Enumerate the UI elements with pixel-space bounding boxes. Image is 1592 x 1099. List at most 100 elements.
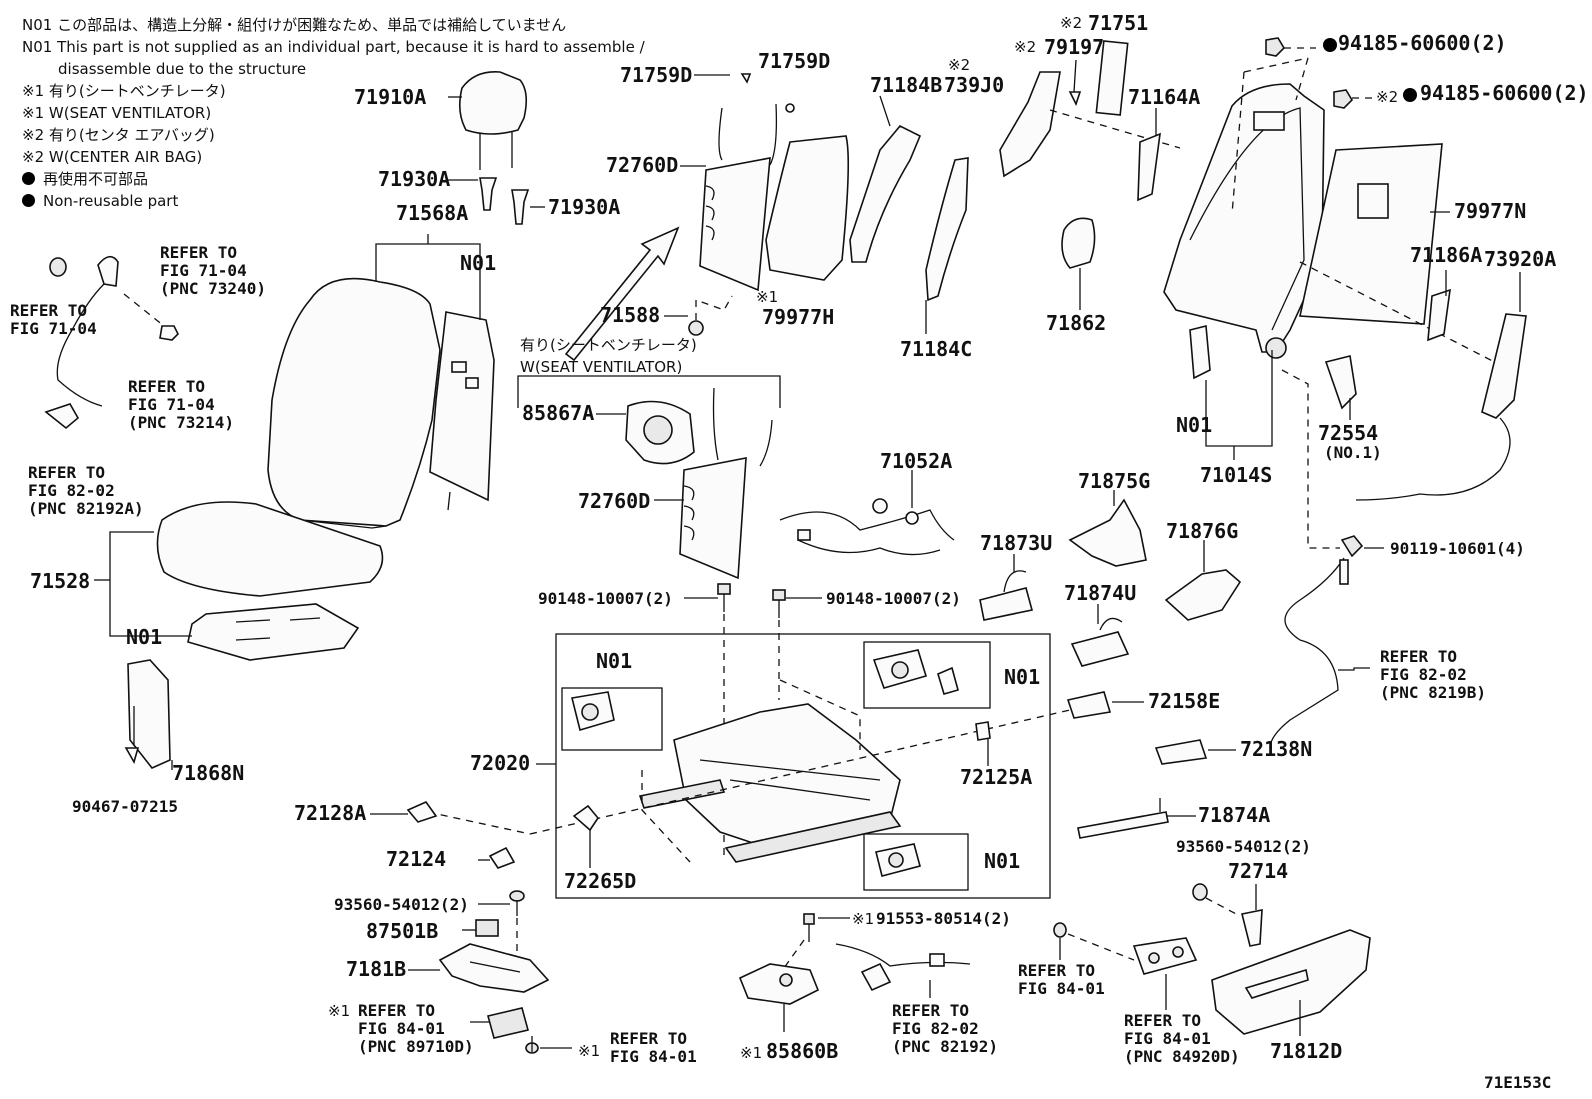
label-72128A: 72128A (294, 801, 366, 825)
refer-fig-84-01-b-line-2[interactable]: FIG 84-01 (610, 1047, 697, 1066)
recliner-cover-drawing (1324, 355, 1357, 410)
cushion-frame-7181B-drawing (438, 943, 550, 993)
refer-fig-82-02-a-line-2[interactable]: FIG 82-02 (28, 481, 115, 500)
label-90119: 90119-10601(4) (1390, 539, 1525, 558)
cover-72158E-drawing (1066, 691, 1112, 719)
refer-fig-82-02-a-line-1[interactable]: REFER TO (28, 463, 105, 482)
label-vent-jp: 有り(シートベンチレータ) (520, 336, 697, 354)
bolt-right-drawing (772, 589, 786, 618)
label-71874A: 71874A (1198, 803, 1270, 827)
refer-fig-84-01-b-line-1[interactable]: REFER TO (610, 1029, 687, 1048)
refer-fig-71-04-b-line-1[interactable]: REFER TO (10, 301, 87, 320)
refer-fig-71-04-c-line-1[interactable]: REFER TO (128, 377, 205, 396)
refer-labels: REFER TO FIG 71-04 (PNC 73240) REFER TO … (10, 243, 1486, 1066)
refer-fig-84-01-c-line-2[interactable]: FIG 84-01 (1018, 979, 1105, 998)
label-n01-a: N01 (460, 251, 496, 275)
seatback-board-drawing (1299, 143, 1443, 325)
label-n01-f: N01 (126, 625, 162, 649)
refer-fig-71-04-a-line-1[interactable]: REFER TO (160, 243, 237, 262)
seat-belt-buckle-drawing (1355, 313, 1527, 501)
refer-fig-84-01-d-line-3[interactable]: (PNC 84920D) (1124, 1047, 1240, 1066)
label-85860B-mark: ※1 (740, 1044, 762, 1062)
refer-fig-71-04-b-line-2[interactable]: FIG 71-04 (10, 319, 97, 338)
nut-drawing (1265, 37, 1354, 109)
refer-fig-84-01-a-line-3[interactable]: (PNC 89710D) (358, 1037, 474, 1056)
refer-fig-71-04-c-line-3[interactable]: (PNC 73214) (128, 413, 234, 432)
screw-refer-8401c-drawing (1053, 922, 1067, 938)
refer-fig-84-01-d-line-1[interactable]: REFER TO (1124, 1011, 1201, 1030)
label-91553-mark: ※1 (852, 910, 874, 928)
label-85860B: 85860B (766, 1039, 838, 1063)
refer-fig-82-02-c-line-2[interactable]: FIG 82-02 (892, 1019, 979, 1038)
center-airbag-drawing (999, 40, 1129, 178)
seatback-ventilation-drawing (688, 73, 795, 336)
side-shield-upper-drawing (1068, 498, 1147, 567)
refer-fig-82-02-c-line-3[interactable]: (PNC 82192) (892, 1037, 998, 1056)
adjuster-motor-c-drawing (875, 843, 921, 877)
label-71873U: 71873U (980, 531, 1052, 555)
label-71751-mark: ※2 (1060, 14, 1082, 32)
label-72760D-2: 72760D (578, 489, 650, 513)
refer-fig-82-02-b-line-1[interactable]: REFER TO (1380, 647, 1457, 666)
label-71759D-2: 71759D (758, 49, 830, 73)
refer-fig-84-01-a-line-1[interactable]: REFER TO (358, 1001, 435, 1020)
note-mark1-en: ※1 W(SEAT VENTILATOR) (22, 104, 212, 122)
label-71751: 71751 (1088, 11, 1148, 35)
refer-fig-82-02-b-line-3[interactable]: (PNC 8219B) (1380, 683, 1486, 702)
ecu-89710D-drawing (487, 1007, 529, 1039)
rail-cover-71874A-drawing (1077, 798, 1169, 839)
label-71014S: 71014S (1200, 463, 1272, 487)
bracket-71874U-drawing (1070, 617, 1130, 667)
screw-refer-8401-drawing (525, 1036, 539, 1054)
seat-cushion-drawing (156, 501, 384, 597)
label-85867A: 85867A (522, 401, 594, 425)
seat-adjuster-drawing (638, 703, 902, 863)
frame-bracket-drawing (1137, 132, 1161, 202)
seatback-frame-tube-drawing (849, 125, 922, 263)
refer-fig-82-02-b-line-2[interactable]: FIG 82-02 (1380, 665, 1467, 684)
refer-fig-84-01-d-line-2[interactable]: FIG 84-01 (1124, 1029, 1211, 1048)
note-nonreusable-jp: 再使用不可部品 (22, 168, 645, 190)
refer-fig-71-04-c-line-2[interactable]: FIG 71-04 (128, 395, 215, 414)
frame-side-bracket-drawing (1427, 288, 1451, 342)
label-vent-en: W(SEAT VENTILATOR) (520, 358, 682, 376)
label-71868N: 71868N (172, 761, 244, 785)
label-n01-e: N01 (984, 849, 1020, 873)
refer-fig-71-04-a-line-2[interactable]: FIG 71-04 (160, 261, 247, 280)
label-72124: 72124 (386, 847, 446, 871)
label-94185-2: 94185-60600(2) (1420, 81, 1589, 105)
seatback-cover-drawing (267, 277, 441, 529)
refer-fig-84-01-b-mark: ※1 (578, 1042, 600, 1060)
label-71910A: 71910A (354, 85, 426, 109)
label-72265D: 72265D (564, 869, 636, 893)
note-mark2-jp: ※2 有り(センタ エアバッグ) (22, 126, 215, 144)
note-n01-jp: N01 この部品は、構造上分解・組付けが困難なため、単品では補給していません (22, 16, 567, 34)
direction-arrow-icon (564, 226, 680, 362)
bolt-left-drawing (717, 583, 731, 612)
label-71184C: 71184C (900, 337, 972, 361)
nonreusable-marker-icon (1403, 88, 1417, 102)
harness-82192-drawing (835, 943, 971, 992)
label-79197-mark: ※2 (1014, 38, 1036, 56)
label-87501B: 87501B (366, 919, 438, 943)
refer-fig-82-02-c-line-1[interactable]: REFER TO (892, 1001, 969, 1020)
refer-fig-84-01-a-line-2[interactable]: FIG 84-01 (358, 1019, 445, 1038)
label-72138N: 72138N (1240, 737, 1312, 761)
refer-fig-84-01-a-mark: ※1 (328, 1002, 350, 1020)
label-71186A: 71186A (1410, 243, 1482, 267)
refer-fig-82-02-a-line-3[interactable]: (PNC 82192A) (28, 499, 144, 518)
refer-fig-71-04-a-line-3[interactable]: (PNC 73240) (160, 279, 266, 298)
sensor-87501B-drawing (475, 919, 499, 937)
adjuster-bracket-drawing (572, 804, 599, 832)
label-n01-d: N01 (1004, 665, 1040, 689)
label-n01-b: N01 (1176, 413, 1212, 437)
refer-fig-84-01-c-line-1[interactable]: REFER TO (1018, 961, 1095, 980)
airbag-module-drawing (1061, 217, 1096, 269)
clip-72124-drawing (488, 846, 516, 869)
label-71875G: 71875G (1078, 469, 1150, 493)
seat-side-cover-drawing (1211, 929, 1371, 1035)
clip-72128A-drawing (406, 801, 438, 823)
note-mark1-jp: ※1 有り(シートベンチレータ) (22, 82, 226, 100)
bracket-72714-drawing (1241, 909, 1263, 947)
